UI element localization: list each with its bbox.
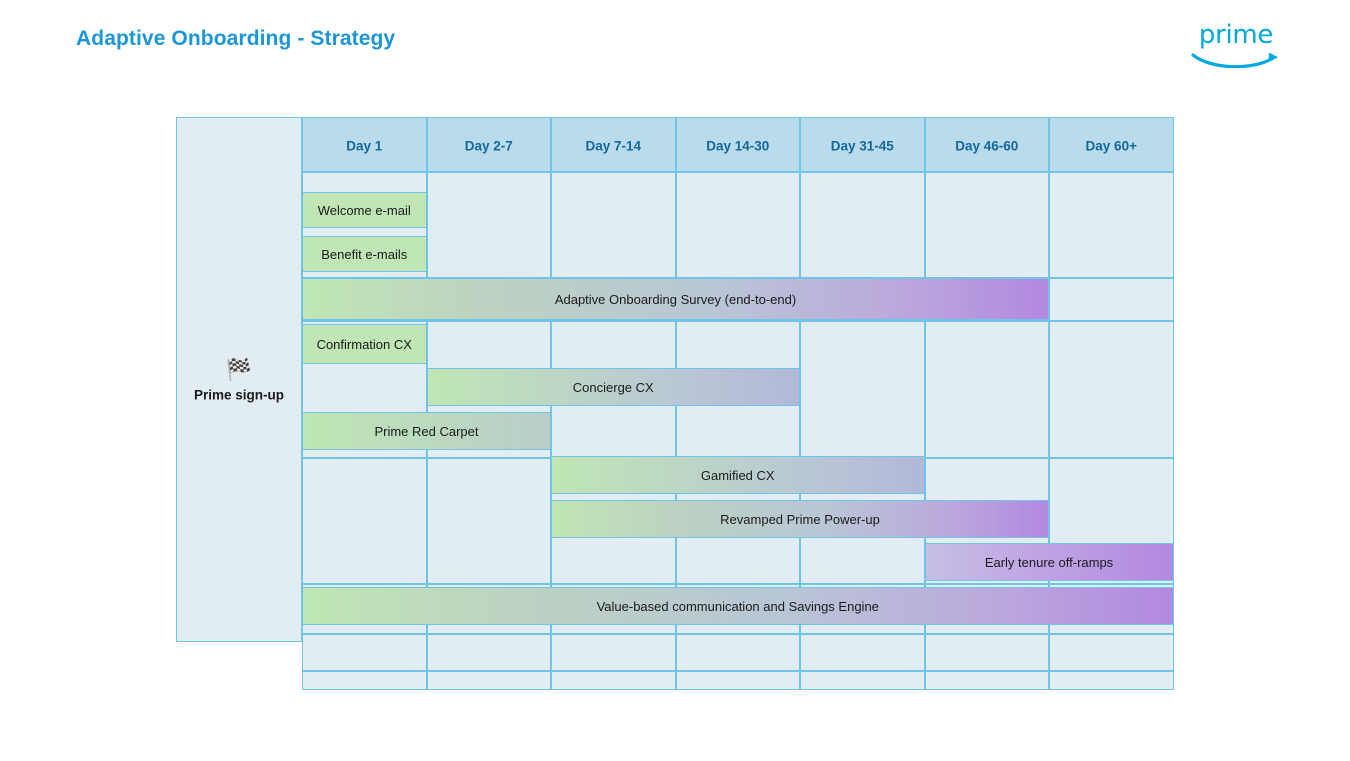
- column-header-6[interactable]: [924, 117, 1049, 172]
- column-header-label: Day 31-45: [830, 138, 894, 153]
- onboarding-timeline-chart: 🏁 Prime sign-up Day 1 Day 2-7 Day 7-14 Day …: [176, 117, 1174, 690]
- column-header-5[interactable]: [800, 117, 925, 172]
- column-header-3[interactable]: [551, 117, 676, 172]
- timeline-bar-label: Early tenure off-ramps: [984, 554, 1114, 570]
- grid-cell: [800, 321, 925, 458]
- timeline-bar-label: Concierge CX: [572, 379, 654, 395]
- column-header-label: Day 2-7: [464, 138, 513, 153]
- column-header-label: Day 7-14: [585, 138, 642, 153]
- amazon-smile-swoosh-icon: [1191, 52, 1278, 68]
- grid-cell: [1049, 172, 1174, 278]
- prime-logo: prime: [1190, 22, 1282, 68]
- grid-cell: [675, 172, 800, 278]
- grid-cell: [302, 671, 427, 690]
- grid-cell: [426, 671, 551, 690]
- grid-cell: [551, 172, 676, 278]
- column-header-label: Day 1: [346, 138, 383, 153]
- timeline-bar[interactable]: Gamified CX: [551, 456, 925, 494]
- grid-cell: [800, 634, 925, 671]
- grid-cell: [302, 634, 427, 671]
- grid-cell: [426, 634, 551, 671]
- prime-wordmark: prime: [1198, 20, 1274, 50]
- timeline-bar-label: Value-based communication and Savings En…: [596, 598, 879, 614]
- grid-cell: [1049, 278, 1174, 321]
- column-header-label: Day 60+: [1085, 138, 1137, 153]
- grid-cell: [1049, 671, 1174, 690]
- grid-cell: [302, 458, 427, 584]
- timeline-bar[interactable]: Prime Red Carpet: [302, 412, 551, 450]
- left-axis-cell: [176, 117, 302, 642]
- grid-cell: [551, 671, 676, 690]
- grid-cell: [551, 634, 676, 671]
- grid-cell: [800, 172, 925, 278]
- timeline-bar[interactable]: Adaptive Onboarding Survey (end-to-end): [302, 278, 1049, 320]
- row-axis-label-text: Prime sign-up: [193, 387, 284, 403]
- grid-cell: [924, 321, 1049, 458]
- timeline-bar[interactable]: Confirmation CX: [302, 324, 427, 364]
- grid-cell: [1049, 634, 1174, 671]
- grid-cell: [800, 671, 925, 690]
- grid-cell: [924, 634, 1049, 671]
- timeline-bar[interactable]: Welcome e-mail: [302, 192, 427, 228]
- timeline-bar-label: Confirmation CX: [316, 336, 412, 352]
- grid-cell: [924, 172, 1049, 278]
- timeline-bar-label: Welcome e-mail: [317, 202, 411, 218]
- timeline-bar-label: Gamified CX: [700, 467, 775, 483]
- timeline-bar[interactable]: Value-based communication and Savings En…: [302, 587, 1174, 625]
- column-header-label: Day 46-60: [955, 138, 1019, 153]
- grid-cell: [426, 172, 551, 278]
- timeline-bar[interactable]: Benefit e-mails: [302, 236, 427, 272]
- grid-cell: [1049, 321, 1174, 458]
- timeline-bar[interactable]: Concierge CX: [426, 368, 800, 406]
- timeline-bar-label: Revamped Prime Power-up: [720, 511, 880, 527]
- timeline-bar-label: Benefit e-mails: [321, 246, 408, 262]
- page-title: Adaptive Onboarding - Strategy: [76, 27, 396, 50]
- grid-cell: [924, 671, 1049, 690]
- timeline-bar-label: Prime Red Carpet: [374, 423, 479, 439]
- grid-cell: [426, 458, 551, 584]
- column-header-7[interactable]: [1049, 117, 1174, 172]
- column-header-2[interactable]: [426, 117, 551, 172]
- grid-cell: [675, 671, 800, 690]
- column-header-1[interactable]: [302, 117, 427, 172]
- column-header-4[interactable]: [675, 117, 800, 172]
- checkered-flag-icon: 🏁: [225, 357, 253, 382]
- column-header-label: Day 14-30: [706, 138, 770, 153]
- grid-cell: [675, 634, 800, 671]
- timeline-bar[interactable]: Early tenure off-ramps: [924, 543, 1174, 581]
- timeline-bar[interactable]: Revamped Prime Power-up: [551, 500, 1049, 538]
- row-axis-label: 🏁 Prime sign-up: [176, 357, 302, 405]
- timeline-bar-label: Adaptive Onboarding Survey (end-to-end): [554, 291, 797, 307]
